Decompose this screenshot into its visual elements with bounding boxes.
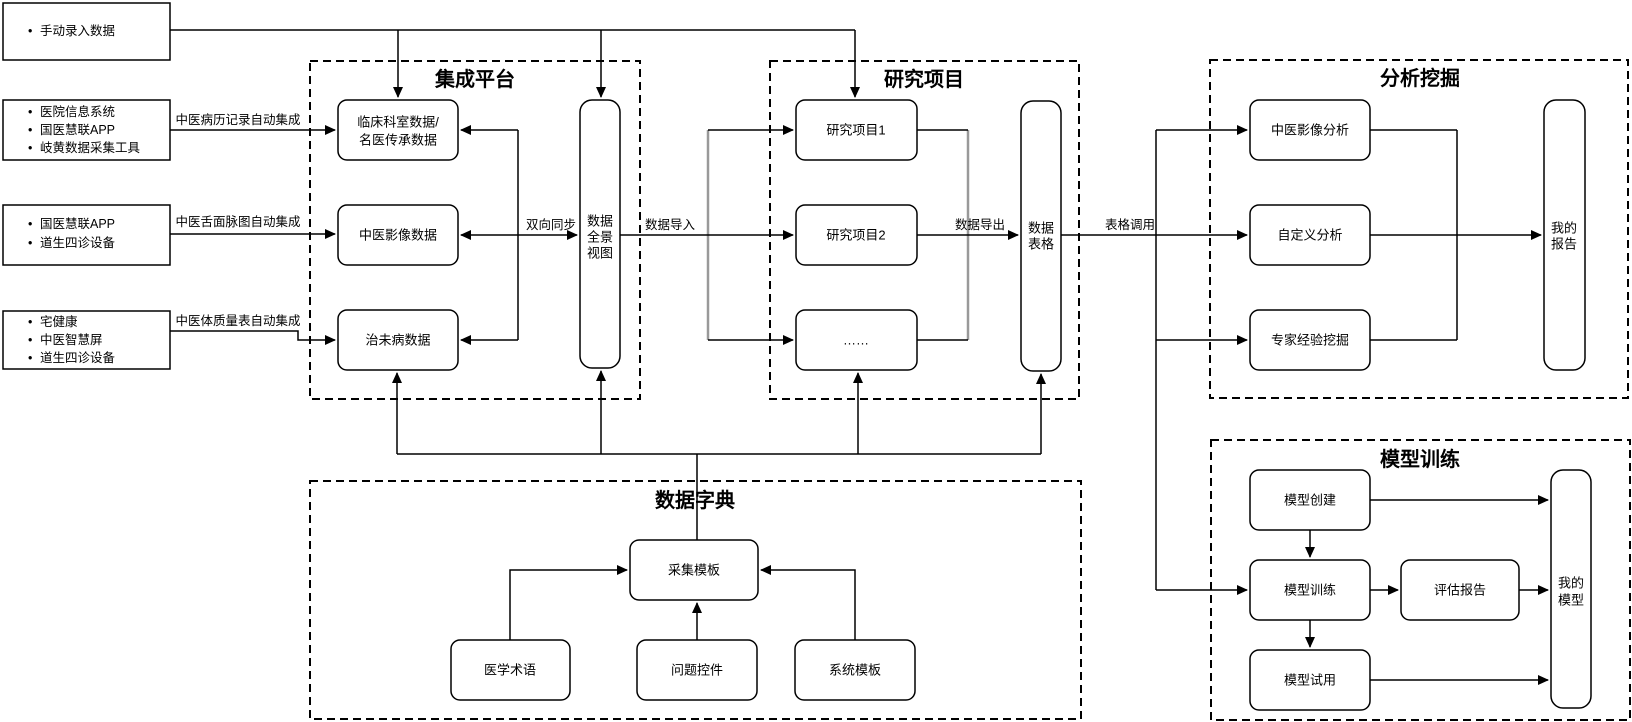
source-hospital-systems-box bbox=[2, 99, 171, 161]
node-custom-analysis bbox=[1249, 204, 1371, 266]
source-boxes: • 手动录入数据 • 医院信息系统 • 国医慧联APP • 岐黄数据采集工具 •… bbox=[2, 2, 171, 370]
node-eval-report bbox=[1400, 559, 1520, 621]
node-label: 我的 bbox=[1558, 576, 1584, 591]
node-label: 中医影像分析 bbox=[1271, 123, 1349, 138]
label-records-integration: 中医病历记录自动集成 bbox=[175, 112, 300, 127]
label-tongue-integration: 中医舌面脉图自动集成 bbox=[175, 214, 300, 229]
source-item: 道生四诊设备 bbox=[40, 235, 116, 250]
edge-group bbox=[170, 29, 1549, 685]
label-data-export: 数据导出 bbox=[955, 217, 1005, 232]
container-titles: 集成平台 研究项目 分析挖掘 数据字典 模型训练 bbox=[434, 66, 1460, 512]
node-label: 名医传承数据 bbox=[359, 133, 437, 148]
node-question-widgets bbox=[636, 639, 758, 701]
node-label: 专家经验挖掘 bbox=[1271, 333, 1349, 348]
node-label: …… bbox=[843, 333, 869, 348]
label-data-import: 数据导入 bbox=[645, 217, 696, 232]
source-tongue-devices-box bbox=[2, 204, 171, 266]
node-label: 医学术语 bbox=[484, 663, 536, 678]
node-my-models bbox=[1550, 469, 1592, 709]
model-training-container bbox=[1210, 439, 1631, 721]
node-clinical-data bbox=[337, 99, 459, 161]
node-label: 系统模板 bbox=[829, 663, 881, 678]
bullet-icon: • bbox=[28, 123, 32, 137]
node-label: 模型试用 bbox=[1284, 673, 1336, 688]
node-collect-template bbox=[629, 539, 759, 601]
node-model-trial bbox=[1249, 649, 1371, 711]
source-item: 国医慧联APP bbox=[40, 216, 115, 231]
node-label: 数据 bbox=[1028, 221, 1054, 236]
node-label: 视图 bbox=[587, 246, 613, 261]
label-table-call: 表格调用 bbox=[1105, 217, 1155, 232]
research-projects-title: 研究项目 bbox=[884, 67, 964, 91]
node-label: 全景 bbox=[587, 230, 613, 245]
label-bidirectional-sync: 双向同步 bbox=[526, 217, 576, 232]
bullet-icon: • bbox=[28, 351, 32, 365]
node-label: 表格 bbox=[1028, 237, 1054, 252]
data-dictionary-container bbox=[309, 480, 1082, 720]
analysis-mining-container bbox=[1209, 59, 1629, 399]
node-label: 临床科室数据/ bbox=[357, 115, 439, 130]
bullet-icon: • bbox=[28, 315, 32, 329]
node-system-templates bbox=[794, 639, 916, 701]
label-constitution-integration: 中医体质量表自动集成 bbox=[175, 313, 300, 328]
edge-terms-to-template bbox=[509, 565, 628, 640]
node-label: 报告 bbox=[1551, 237, 1577, 252]
bullet-icon: • bbox=[28, 333, 32, 347]
node-label: 自定义分析 bbox=[1277, 228, 1342, 243]
node-label: 模型 bbox=[1558, 593, 1584, 608]
node-expert-mining bbox=[1249, 309, 1371, 371]
source-item: 国医慧联APP bbox=[40, 122, 115, 137]
bullet-icon: • bbox=[28, 217, 32, 231]
node-label: 研究项目2 bbox=[826, 228, 885, 243]
bullet-icon: • bbox=[28, 141, 32, 155]
node-project1 bbox=[795, 99, 918, 161]
source-item: 宅健康 bbox=[40, 314, 78, 329]
source-manual-entry-box bbox=[2, 2, 171, 61]
node-label: 研究项目1 bbox=[826, 123, 885, 138]
node-my-reports bbox=[1543, 99, 1586, 371]
edge-systpl-to-template bbox=[760, 565, 856, 640]
node-label: 我的 bbox=[1551, 221, 1577, 236]
node-tcm-imaging-data bbox=[337, 204, 459, 266]
node-tcm-image-analysis bbox=[1249, 99, 1371, 161]
node-label: 评估报告 bbox=[1434, 583, 1486, 598]
node-label: 数据 bbox=[587, 214, 613, 229]
node-label: 模型创建 bbox=[1284, 493, 1336, 508]
data-dictionary-title: 数据字典 bbox=[655, 488, 735, 512]
source-item: 中医智慧屏 bbox=[40, 332, 103, 347]
node-group: 临床科室数据/ 名医传承数据 中医影像数据 治未病数据 数据 全景 视图 研究项… bbox=[337, 99, 1592, 711]
source-constitution-devices-box bbox=[2, 310, 171, 370]
node-model-train bbox=[1249, 559, 1371, 621]
source-item: 岐黄数据采集工具 bbox=[40, 140, 141, 155]
node-label: 问题控件 bbox=[671, 663, 723, 678]
container-group bbox=[309, 59, 1631, 721]
bullet-icon: • bbox=[28, 24, 32, 38]
node-label: 中医影像数据 bbox=[359, 228, 437, 243]
source-item: 医院信息系统 bbox=[40, 104, 115, 119]
node-preventive-data bbox=[337, 309, 459, 371]
node-data-panorama-view bbox=[579, 99, 621, 369]
source-item: 手动录入数据 bbox=[40, 23, 115, 38]
node-project-more bbox=[795, 309, 918, 371]
node-label: 模型训练 bbox=[1284, 583, 1336, 598]
edge-labels: 中医病历记录自动集成 中医舌面脉图自动集成 中医体质量表自动集成 双向同步 数据… bbox=[175, 112, 1155, 328]
research-projects-container bbox=[769, 60, 1080, 400]
node-data-table bbox=[1020, 100, 1062, 372]
node-medical-terms bbox=[450, 639, 571, 701]
analysis-mining-title: 分析挖掘 bbox=[1380, 66, 1460, 90]
bullet-icon: • bbox=[28, 105, 32, 119]
model-training-title: 模型训练 bbox=[1380, 447, 1460, 471]
integration-platform-container bbox=[309, 60, 641, 400]
node-label: 治未病数据 bbox=[365, 333, 430, 348]
node-model-create bbox=[1249, 469, 1371, 531]
edge-constitution-feed bbox=[170, 330, 336, 345]
node-label: 采集模板 bbox=[668, 563, 720, 578]
source-item: 道生四诊设备 bbox=[40, 350, 116, 365]
bullet-icon: • bbox=[28, 236, 32, 250]
integration-platform-title: 集成平台 bbox=[434, 67, 515, 91]
node-project2 bbox=[795, 204, 918, 266]
